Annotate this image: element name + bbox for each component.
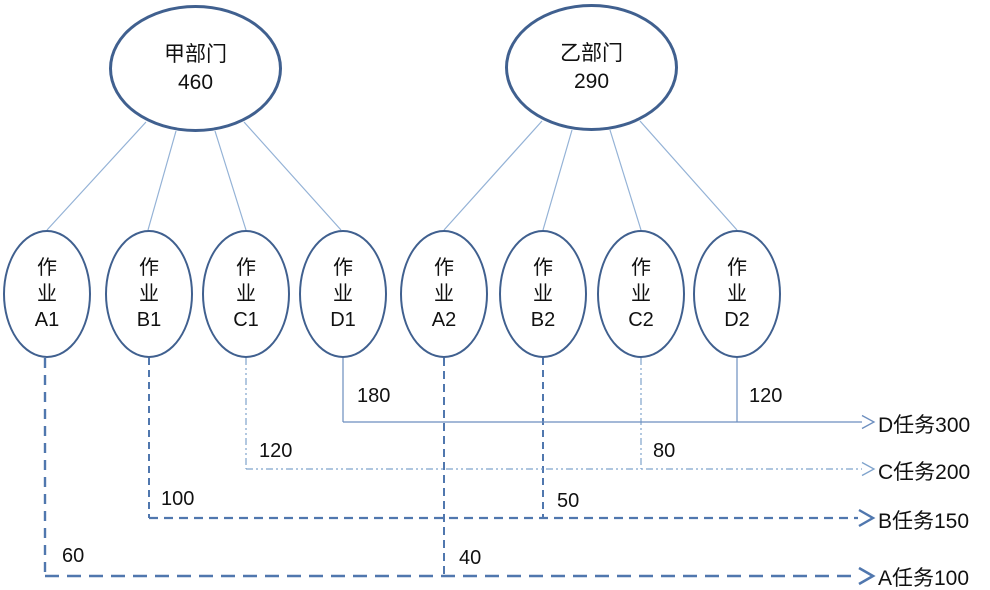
- activity-word: 作: [727, 257, 747, 279]
- node-activity-C1: 作 业 C1: [202, 230, 290, 358]
- arrow-icon-task-D: [861, 414, 876, 430]
- activity-word: 作: [434, 257, 454, 279]
- activity-code: A1: [34, 309, 60, 331]
- activity-word: 业: [37, 283, 57, 305]
- task-label-A: A任务100: [878, 567, 970, 590]
- flow-amount-A1: 60: [62, 545, 85, 567]
- flow-amount-D2: 120: [749, 385, 783, 407]
- flow-amount-C1: 120: [259, 440, 293, 462]
- flow-amount-A2: 40: [459, 547, 482, 569]
- activity-word: 作: [631, 257, 651, 279]
- arrow-icon-task-B: [858, 508, 876, 528]
- activity-code: A2: [431, 309, 457, 331]
- activity-code: D1: [330, 309, 356, 331]
- activity-word: 业: [139, 283, 159, 305]
- activity-code: C1: [233, 309, 259, 331]
- connector-jia-B1: [147, 130, 177, 231]
- activity-word: 业: [333, 283, 353, 305]
- node-activity-A2: 作 业 A2: [400, 230, 488, 358]
- activity-word: 作: [533, 257, 553, 279]
- node-activity-B1: 作 业 B1: [105, 230, 193, 358]
- task-label-B: B任务150: [878, 510, 970, 533]
- node-activity-C2: 作 业 C2: [597, 230, 685, 358]
- connector-yi-C2: [609, 129, 642, 231]
- activity-code: C2: [628, 309, 654, 331]
- activity-code: D2: [724, 309, 750, 331]
- arrow-icon-task-C: [861, 461, 876, 477]
- node-activity-D2: 作 业 D2: [693, 230, 781, 358]
- connector-yi-A2: [443, 120, 543, 231]
- activity-word: 业: [631, 283, 651, 305]
- task-label-D: D任务300: [878, 414, 971, 437]
- connector-yi-B2: [542, 129, 573, 231]
- connector-yi-D2: [639, 120, 738, 231]
- node-activity-D1: 作 业 D1: [299, 230, 387, 358]
- activity-code: B1: [136, 309, 162, 331]
- dept-name: 甲部门: [164, 42, 227, 66]
- dept-name: 乙部门: [560, 41, 623, 65]
- task-label-C: C任务200: [878, 461, 971, 484]
- connector-jia-A1: [46, 121, 147, 231]
- flow-amount-C2: 80: [653, 440, 676, 462]
- activity-word: 业: [727, 283, 747, 305]
- activity-word: 业: [236, 283, 256, 305]
- connector-jia-D1: [243, 121, 342, 231]
- activity-word: 作: [139, 257, 159, 279]
- activity-word: 作: [37, 257, 57, 279]
- activity-word: 作: [236, 257, 256, 279]
- dept-activity-connectors: [46, 120, 738, 231]
- activity-code: B2: [530, 309, 556, 331]
- flow-amount-B2: 50: [557, 490, 580, 512]
- flow-amount-D1: 180: [357, 385, 391, 407]
- dept-value: 290: [573, 69, 610, 93]
- node-dept-jia: 甲部门 460: [109, 5, 282, 132]
- node-dept-yi: 乙部门 290: [505, 4, 678, 131]
- connector-jia-C1: [214, 130, 247, 231]
- activity-word: 业: [533, 283, 553, 305]
- activity-word: 作: [333, 257, 353, 279]
- activity-word: 业: [434, 283, 454, 305]
- arrow-icon-task-A: [858, 566, 876, 586]
- dept-value: 460: [177, 70, 214, 94]
- node-activity-B2: 作 业 B2: [499, 230, 587, 358]
- flow-amount-B1: 100: [161, 488, 195, 510]
- node-activity-A1: 作 业 A1: [3, 230, 91, 358]
